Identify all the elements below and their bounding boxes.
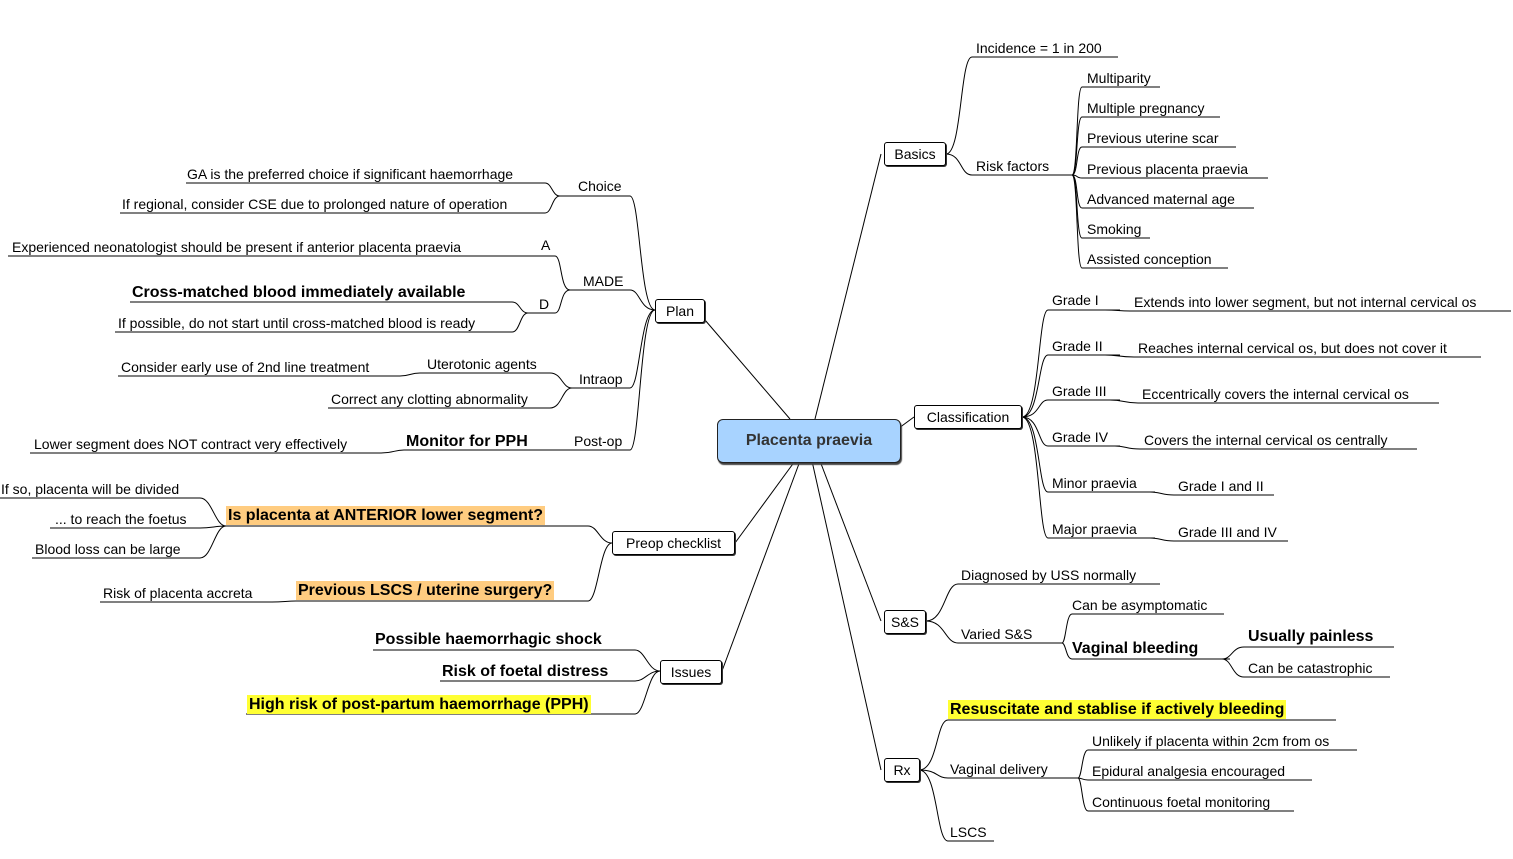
grade-name: Grade III [1052, 383, 1107, 399]
grade-desc: Grade I and II [1178, 478, 1264, 494]
issue-item: Possible haemorrhagic shock [375, 631, 602, 648]
ss-node[interactable]: S&S [884, 610, 926, 634]
risk-factor-item: Multiple pregnancy [1087, 100, 1205, 116]
grade-desc: Covers the internal cervical os centrall… [1144, 432, 1388, 448]
asymptomatic-item: Can be asymptomatic [1072, 597, 1208, 613]
bleeding-item: Usually painless [1248, 628, 1374, 645]
vaginal-delivery-label: Vaginal delivery [950, 761, 1048, 777]
choice-item: GA is the preferred choice if significan… [187, 166, 514, 182]
made-d-item: If possible, do not start until cross-ma… [118, 315, 476, 331]
made-a-item: Experienced neonatologist should be pres… [12, 239, 462, 255]
grade-desc: Eccentrically covers the internal cervic… [1142, 386, 1409, 402]
central-topic[interactable]: Placenta praevia [717, 419, 901, 463]
grade-desc: Grade III and IV [1178, 524, 1277, 540]
rx-node[interactable]: Rx [884, 758, 920, 782]
made-d-item: Cross-matched blood immediately availabl… [132, 284, 466, 301]
varied-ss-label: Varied S&S [961, 626, 1033, 642]
uterotonic-label: Uterotonic agents [427, 356, 537, 372]
risk-factor-item: Previous uterine scar [1087, 130, 1219, 146]
grade-name: Grade II [1052, 338, 1103, 354]
preop-checklist-node[interactable]: Preop checklist [612, 531, 735, 555]
risk-factor-item: Multiparity [1087, 70, 1151, 86]
anterior-item: If so, placenta will be divided [1, 481, 180, 497]
postop-label: Post-op [574, 433, 623, 449]
lscs-item: LSCS [950, 824, 987, 840]
monitor-pph: Monitor for PPH [406, 433, 528, 450]
choice-item: If regional, consider CSE due to prolong… [122, 196, 508, 212]
issues-node[interactable]: Issues [660, 660, 722, 684]
anterior-item: ... to reach the foetus [55, 511, 187, 527]
plan-node[interactable]: Plan [655, 299, 705, 323]
monitor-item: Lower segment does NOT contract very eff… [34, 436, 348, 452]
lscs-item: Risk of placenta accreta [103, 585, 253, 601]
classification-node[interactable]: Classification [914, 405, 1022, 429]
incidence: Incidence = 1 in 200 [976, 40, 1102, 56]
lscs-question: Previous LSCS / uterine surgery? [296, 581, 555, 600]
risk-factor-item: Smoking [1087, 221, 1142, 237]
resuscitate-item: Resuscitate and stablise if actively ble… [948, 700, 1287, 719]
issue-item: Risk of foetal distress [442, 663, 609, 680]
grade-desc: Extends into lower segment, but not inte… [1134, 294, 1477, 310]
anterior-question: Is placenta at ANTERIOR lower segment? [226, 506, 546, 525]
vaginal-delivery-item: Continuous foetal monitoring [1092, 794, 1271, 810]
choice-label: Choice [578, 178, 622, 194]
anterior-item: Blood loss can be large [35, 541, 181, 557]
grade-name: Grade I [1052, 292, 1099, 308]
risk-factors-label: Risk factors [976, 158, 1050, 174]
grade-name: Major praevia [1052, 521, 1137, 537]
made-d-label: D [539, 296, 550, 312]
grade-desc: Reaches internal cervical os, but does n… [1138, 340, 1447, 356]
vaginal-bleeding: Vaginal bleeding [1072, 640, 1199, 657]
risk-factor-item: Assisted conception [1087, 251, 1212, 267]
bleeding-item: Can be catastrophic [1248, 660, 1373, 676]
risk-factor-item: Previous placenta praevia [1087, 161, 1249, 177]
made-label: MADE [583, 273, 624, 289]
grade-name: Grade IV [1052, 429, 1109, 445]
issue-item: High risk of post-partum haemorrhage (PP… [247, 695, 591, 714]
clotting-item: Correct any clotting abnormality [331, 391, 528, 407]
uterotonic-item: Consider early use of 2nd line treatment [121, 359, 370, 375]
grade-name: Minor praevia [1052, 475, 1137, 491]
risk-factor-item: Advanced maternal age [1087, 191, 1235, 207]
vaginal-delivery-item: Unlikely if placenta within 2cm from os [1092, 733, 1330, 749]
vaginal-delivery-item: Epidural analgesia encouraged [1092, 763, 1286, 779]
diagnosed-item: Diagnosed by USS normally [961, 567, 1137, 583]
made-a-label: A [541, 237, 551, 253]
basics-node[interactable]: Basics [884, 142, 946, 166]
intraop-label: Intraop [579, 371, 623, 387]
